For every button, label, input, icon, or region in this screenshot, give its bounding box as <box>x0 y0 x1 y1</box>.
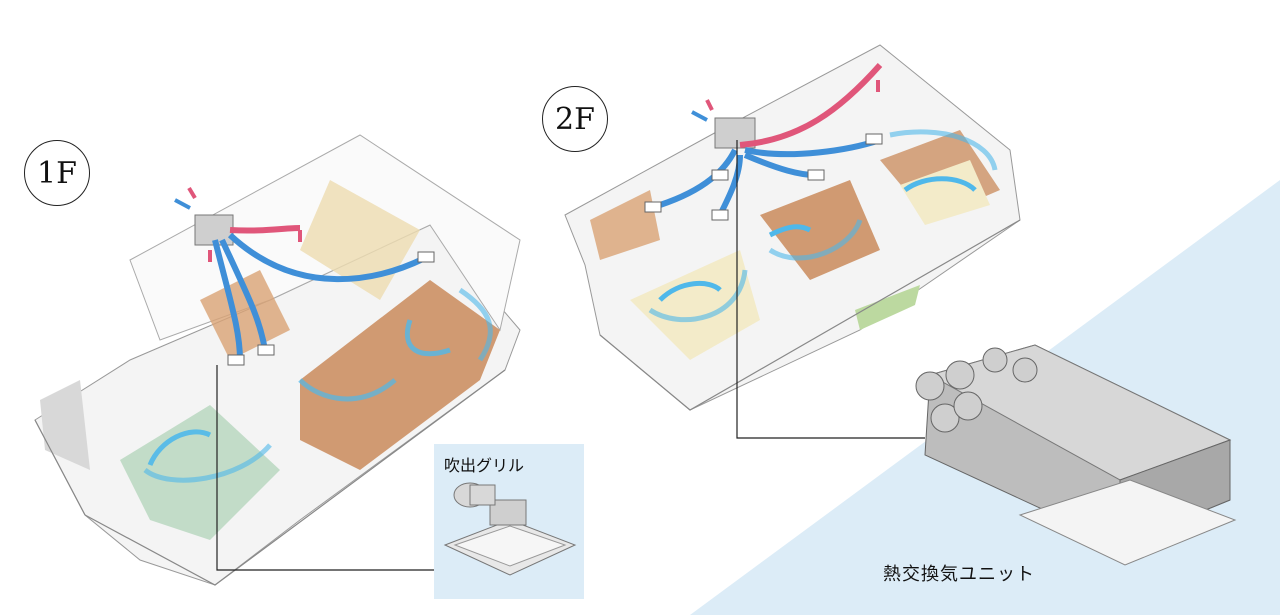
floor-badge-1f: 1F <box>24 140 90 206</box>
bedroom-floor-2 <box>760 180 880 280</box>
entrance-deck <box>40 380 90 470</box>
balcony <box>855 285 920 330</box>
bedroom-floor-1 <box>630 250 760 360</box>
outlet-grille-label: 吹出グリル <box>444 456 525 475</box>
closet-floor <box>590 190 660 260</box>
stairs <box>200 270 290 360</box>
tatami-room-floor <box>120 405 280 540</box>
floor-badge-2f: 2F <box>542 86 608 152</box>
heat-exchange-unit-label: 熱交換気ユニット <box>883 564 1035 585</box>
bed <box>900 160 990 225</box>
living-room-floor <box>300 280 500 470</box>
